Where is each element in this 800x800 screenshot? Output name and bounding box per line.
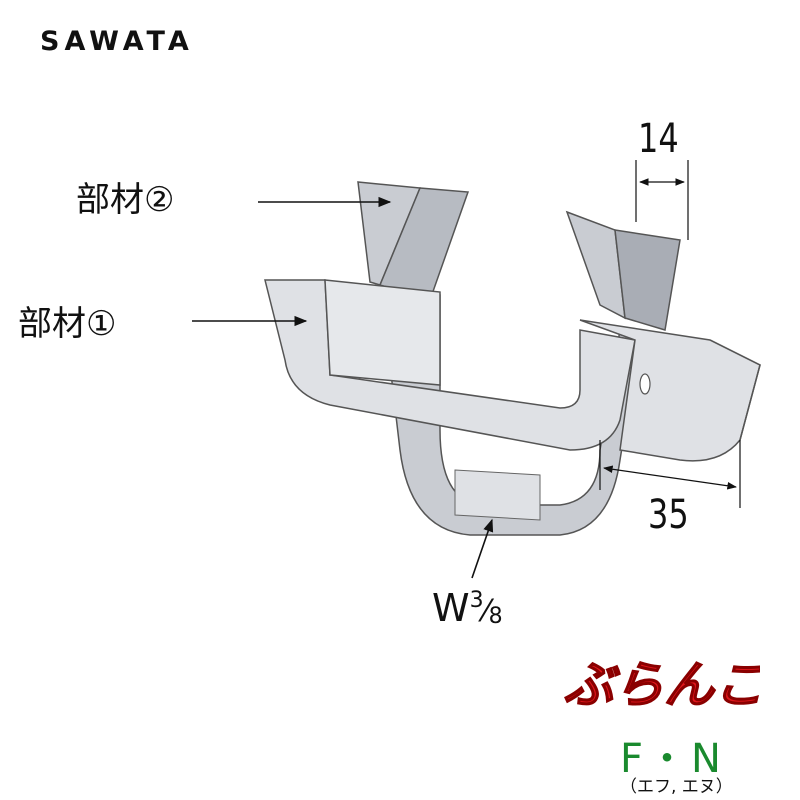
bolt-hole — [639, 373, 651, 395]
w-size-label: W3⁄8 — [432, 586, 503, 630]
part-2-label: 部材② — [76, 180, 175, 220]
buranko-logo-text: ぶらんこ — [564, 656, 760, 714]
part-1-label: 部材① — [18, 304, 117, 344]
dimension-14 — [635, 160, 689, 240]
part-1-channel — [264, 279, 761, 462]
fn-mark: F・N — [620, 736, 725, 782]
dimension-35-label: 35 — [648, 492, 689, 538]
w-slash: ⁄ — [483, 594, 489, 629]
buranko-logo: ぶらんこ — [563, 655, 760, 715]
w-denominator: 8 — [488, 604, 503, 629]
fn-reading: （エフ, エヌ） — [620, 777, 733, 797]
w-leader — [471, 518, 494, 579]
w-numerator: 3 — [469, 588, 484, 613]
dimension-35 — [599, 440, 741, 508]
w-base: W — [432, 586, 470, 630]
brand-name: SAWATA — [40, 26, 194, 57]
dimension-14-label: 14 — [638, 116, 679, 162]
